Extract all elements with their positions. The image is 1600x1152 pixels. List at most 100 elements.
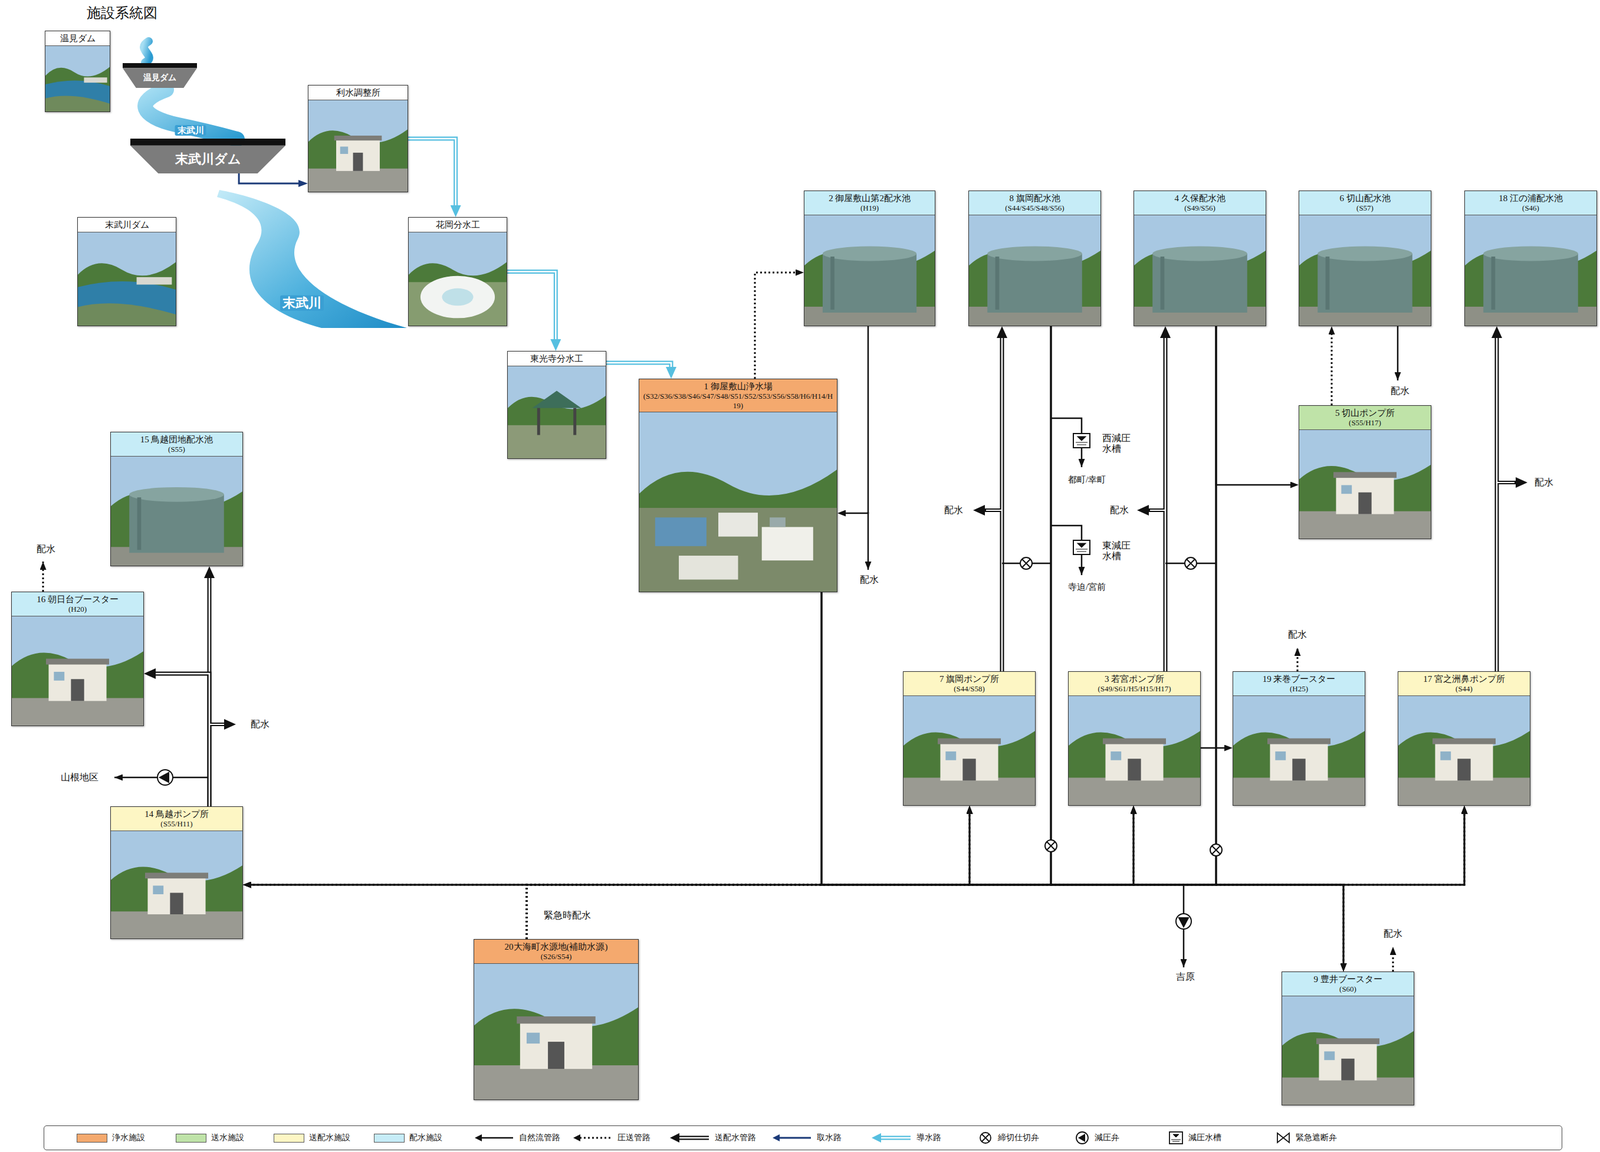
outlet-pipe <box>867 511 870 570</box>
photo-part <box>1483 245 1579 261</box>
legend-sample <box>1275 1130 1291 1145</box>
pipe-line <box>1331 330 1333 406</box>
photo-part <box>77 281 176 326</box>
legend-item: 送配水管路 <box>668 1125 757 1150</box>
photo-part <box>678 555 739 580</box>
photo-part <box>48 662 107 701</box>
facility-header: 5 切山ポンプ所(S55/H17) <box>1299 405 1431 430</box>
photo-part <box>830 256 835 310</box>
gate-valve <box>1210 843 1222 856</box>
facility-name: 7 旗岡ポンプ所 <box>905 673 1033 685</box>
double-pipe-inner <box>1496 481 1515 484</box>
photo-part <box>507 366 606 459</box>
pipe-connector <box>606 362 672 372</box>
pressure-outlet <box>42 561 45 592</box>
photo-part <box>804 215 935 326</box>
pipe-connector <box>1165 333 1166 672</box>
double-pipe-inner <box>1150 509 1166 511</box>
deco-g <box>43 326 1398 972</box>
facility-photo <box>1299 215 1431 326</box>
facility-header: 15 鳥越団地配水池(S55) <box>110 432 243 457</box>
legend-text: 送水施設 <box>211 1132 245 1143</box>
pipe-line-inner <box>408 138 456 206</box>
facility-header: 2 御屋敷山第2配水池(H19) <box>804 191 935 216</box>
reducing-valve <box>157 769 173 785</box>
facility-name: 9 豊井ブースター <box>1284 973 1412 985</box>
legend-line <box>679 1137 709 1139</box>
pipe-line <box>1000 333 1005 672</box>
photo-part <box>110 491 243 566</box>
legend-text: 浄水施設 <box>112 1132 146 1143</box>
facility-box: 5 切山ポンプ所(S55/H17) <box>1298 405 1432 540</box>
pipe-connector <box>1001 333 1003 672</box>
facility-name: 19 来巻ブースター <box>1235 673 1363 685</box>
pipe-line-inner <box>507 271 556 340</box>
photo-part <box>639 469 837 592</box>
facility-header: 利水調整所 <box>308 85 408 101</box>
legend-swatch <box>273 1133 305 1143</box>
pipe-line <box>526 810 970 939</box>
legend-sample <box>977 1130 994 1145</box>
pipe-line <box>238 173 302 184</box>
pipe-line <box>526 810 1465 939</box>
pipe-connector <box>842 326 869 514</box>
photo-part <box>1068 777 1201 806</box>
facility-header: 17 宮之洲鼻ポンプ所(S44) <box>1398 671 1530 696</box>
facility-photo <box>110 830 243 939</box>
photo-part <box>45 95 110 112</box>
pipe-connector <box>526 810 1134 939</box>
facility-name: 温見ダム <box>47 33 108 44</box>
photo-part <box>1483 253 1579 313</box>
legend-text: 圧送管路 <box>617 1132 651 1143</box>
facility-box: 末武川ダム <box>77 217 177 327</box>
photo-part <box>308 129 408 192</box>
photo-part <box>129 487 225 502</box>
photo-part <box>1317 245 1413 261</box>
photo-part <box>11 651 144 726</box>
photo-part <box>547 1041 565 1069</box>
facility-photo <box>1068 695 1201 806</box>
pressure-outlet <box>1392 946 1395 972</box>
photo-part <box>136 277 173 285</box>
legend-valve-mark <box>1078 1133 1086 1142</box>
photo-part <box>408 232 507 326</box>
pipe-line-inner <box>1164 337 1167 672</box>
dam-name: 温見ダム <box>143 73 177 82</box>
photo-part <box>945 751 956 761</box>
build-years: (S26/S54) <box>476 951 636 962</box>
photo-part <box>1160 256 1165 310</box>
legend-item: 配水施設 <box>373 1125 443 1150</box>
build-years: (S49/S61/H5/H15/H17) <box>1070 684 1198 694</box>
legend-text: 緊急遮断弁 <box>1295 1132 1337 1143</box>
photo-part <box>1434 742 1493 781</box>
pipe-connector <box>247 592 822 885</box>
facility-name: 末武川ダム <box>80 219 174 231</box>
legend-swatch <box>373 1133 405 1143</box>
legend-sample <box>1168 1130 1184 1145</box>
interconnect-pipe <box>1001 562 1051 565</box>
legend-head <box>772 1134 780 1142</box>
reducing-tanks <box>1073 433 1090 555</box>
facility-box: 2 御屋敷山第2配水池(H19) <box>803 190 936 327</box>
tank-symbol <box>1073 433 1090 448</box>
facility-box: 花岡分水工 <box>408 217 508 327</box>
photo-part <box>1398 695 1530 806</box>
facility-header: 16 朝日台ブースター(H20) <box>11 592 144 617</box>
photo-part <box>1316 1037 1380 1044</box>
legend-item: 減圧水槽 <box>1168 1125 1222 1150</box>
facility-box: 1 御屋敷山浄水場(S32/S36/S38/S46/S47/S48/S51/S5… <box>638 378 838 593</box>
facility-name: 16 朝日台ブースター <box>14 593 141 605</box>
legend-esd <box>1277 1132 1290 1143</box>
photo-part <box>1292 758 1306 781</box>
pipe-line-inner <box>1001 337 1004 672</box>
photo-part <box>1299 510 1431 539</box>
build-years: (H20) <box>14 604 141 614</box>
facility-name: 花岡分水工 <box>411 219 505 231</box>
pipe-connector <box>526 810 1465 939</box>
facility-photo <box>110 456 243 566</box>
photo-part <box>308 168 408 192</box>
photo-part <box>507 425 606 459</box>
facility-box: 19 来巻ブースター(H25) <box>1232 671 1366 806</box>
pipe-label: 山根地区 <box>59 771 100 783</box>
build-years: (S55) <box>113 444 241 455</box>
